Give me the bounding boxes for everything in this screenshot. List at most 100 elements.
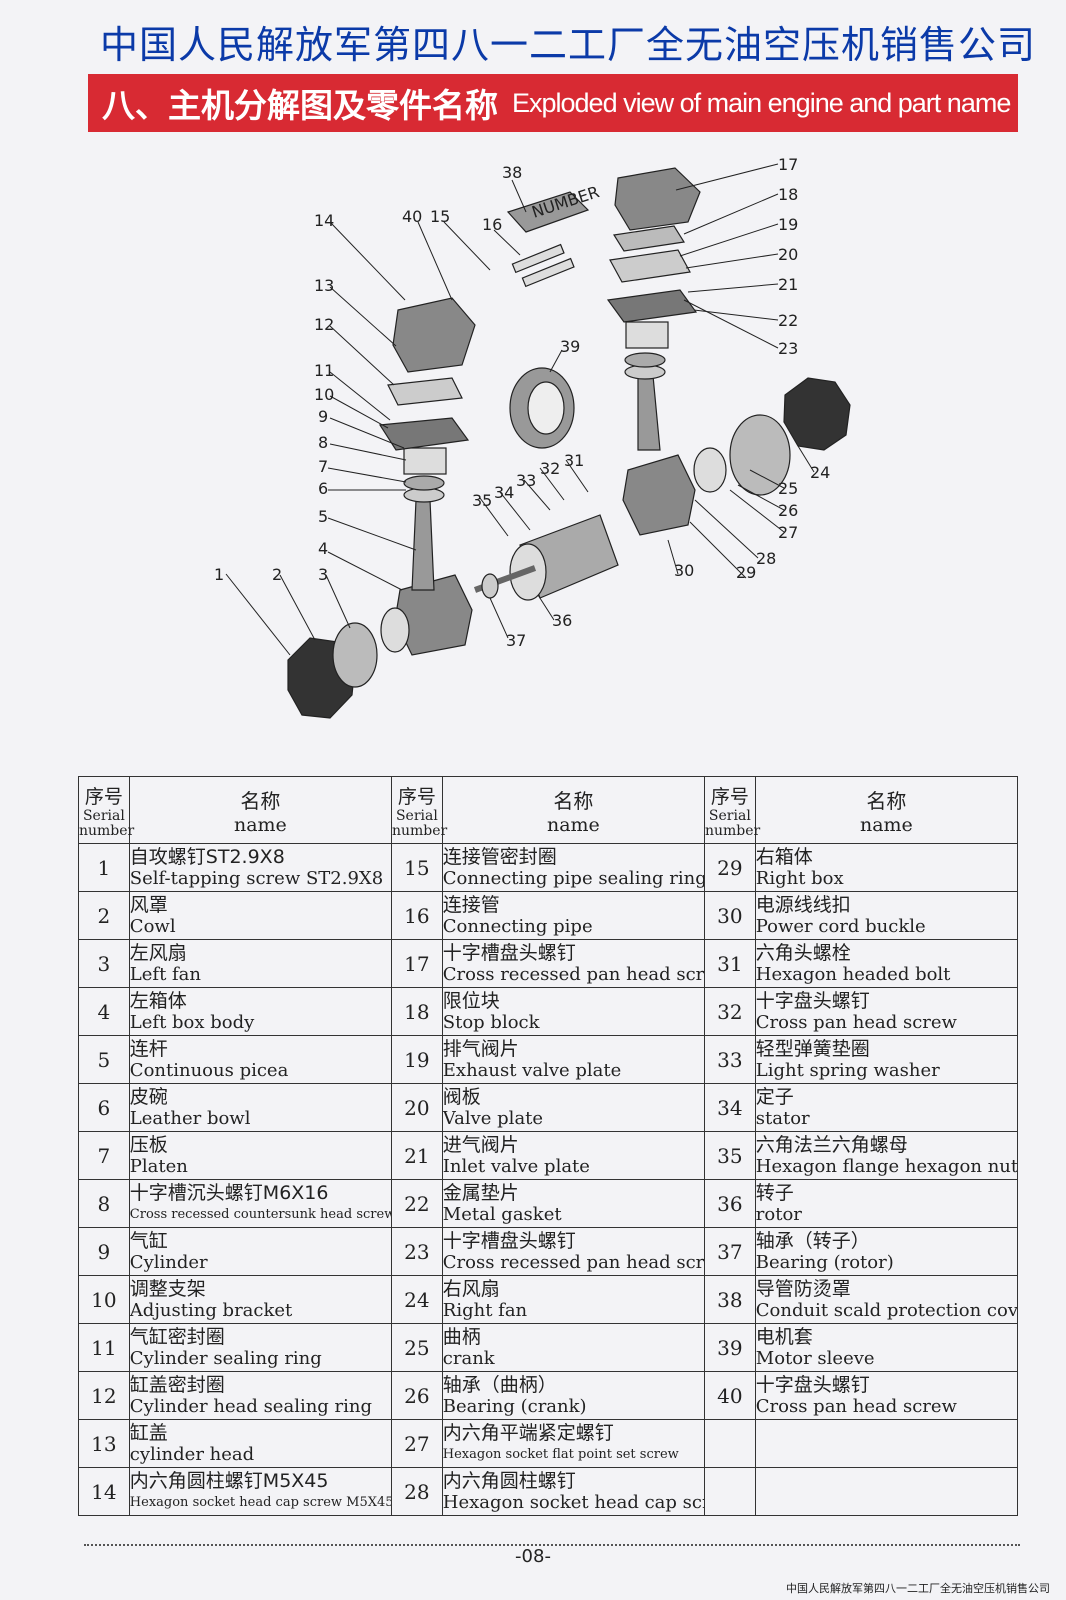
part-name-zh: 气缸 — [129, 1229, 168, 1252]
section-banner: 八、主机分解图及零件名称 Exploded view of main engin… — [88, 74, 1018, 132]
part-name-zh: 内六角圆柱螺钉M5X45 — [129, 1469, 329, 1492]
callout-label: 21 — [778, 275, 798, 294]
part-serial-number: 36 — [703, 1179, 756, 1228]
part-serial-number: 11 — [78, 1323, 130, 1372]
part-name-en: Exhaust valve plate — [442, 1059, 622, 1081]
callout-label: 40 — [402, 207, 422, 226]
part-name-zh: 电源线线扣 — [755, 893, 851, 916]
callout-label: 4 — [318, 539, 328, 558]
callout-label: 25 — [778, 479, 798, 498]
company-title: 中国人民解放军第四八一二工厂全无油空压机销售公司 — [99, 23, 1036, 67]
callout-label: 39 — [560, 337, 580, 356]
part-serial-number: 30 — [703, 891, 756, 940]
serial-header-zh: 序号 — [710, 785, 749, 808]
part-name-en: Self-tapping screw ST2.9X8 — [129, 867, 384, 889]
part-name-en: Bearing (rotor) — [755, 1251, 894, 1273]
left-seal-shape — [387, 377, 463, 406]
callout-label: 29 — [736, 563, 756, 582]
page-number: -08- — [515, 1546, 551, 1567]
callout-label: 22 — [778, 311, 798, 330]
part-name-en: Cylinder — [129, 1251, 208, 1273]
motor-sleeve-inner — [527, 381, 565, 435]
part-name-en: Motor sleeve — [755, 1347, 875, 1369]
callout-label: 14 — [314, 211, 334, 230]
part-name-zh: 连接管 — [442, 893, 500, 916]
callout-label: 12 — [314, 315, 334, 334]
name-header: 名称 name — [441, 776, 705, 844]
part-name-cell: 轴承（曲柄）Bearing (crank) — [441, 1371, 705, 1420]
callout-label: 28 — [756, 549, 776, 568]
part-name-zh: 轴承（转子） — [755, 1229, 870, 1252]
part-serial-number: 29 — [703, 843, 756, 892]
part-name-zh: 金属垫片 — [442, 1181, 519, 1204]
part-serial-number: 23 — [390, 1227, 443, 1276]
callout-label: 5 — [318, 507, 328, 526]
part-name-cell — [754, 1467, 1019, 1516]
part-name-en: Hexagon flange hexagon nut — [755, 1155, 1018, 1177]
serial-header: 序号 Serial number — [78, 776, 134, 844]
callout-label: 30 — [674, 561, 694, 580]
part-name-en: Light spring washer — [755, 1059, 940, 1081]
part-serial-number — [703, 1467, 756, 1516]
part-serial-number: 8 — [78, 1179, 130, 1228]
part-name-en: Hexagon socket head cap screw M5X45 — [129, 1494, 392, 1510]
part-name-zh: 调整支架 — [129, 1277, 206, 1300]
part-serial-number: 6 — [78, 1083, 130, 1132]
part-name-en: Inlet valve plate — [442, 1155, 590, 1177]
part-name-en: Cross recessed countersunk head screw M6… — [129, 1206, 392, 1222]
part-name-en: Cross pan head screw — [755, 1011, 957, 1033]
name-header-zh: 名称 — [240, 788, 281, 813]
left-bracket-shape — [378, 417, 470, 451]
part-serial-number: 12 — [78, 1371, 130, 1420]
part-name-en: Cross pan head screw — [755, 1395, 957, 1417]
serial-header-en-2: number — [391, 822, 448, 839]
part-serial-number: 40 — [703, 1371, 756, 1420]
part-name-en: Bearing (crank) — [442, 1395, 587, 1417]
part-name-zh: 左箱体 — [129, 989, 187, 1012]
part-serial-number: 24 — [390, 1275, 443, 1324]
table-header-row: 序号 Serial number 名称 name 序号 Serial numbe… — [78, 776, 1019, 844]
part-name-en: Continuous picea — [129, 1059, 289, 1081]
part-name-zh: 转子 — [755, 1181, 794, 1204]
part-name-zh: 左风扇 — [129, 941, 187, 964]
part-serial-number: 26 — [390, 1371, 443, 1420]
callout-label: 34 — [494, 483, 514, 502]
left-crank-ring — [380, 607, 410, 653]
name-header-zh: 名称 — [553, 788, 594, 813]
part-name-en: Valve plate — [442, 1107, 544, 1129]
left-fan-shape — [332, 622, 378, 688]
serial-header: 序号 Serial number — [390, 776, 448, 844]
name-header: 名称 name — [754, 776, 1019, 844]
left-rod-shape — [411, 499, 435, 591]
part-name-zh: 十字槽沉头螺钉M6X16 — [129, 1181, 329, 1204]
part-name-zh: 定子 — [755, 1085, 794, 1108]
right-box-shape — [622, 454, 696, 536]
part-serial-number: 18 — [390, 987, 443, 1036]
part-serial-number: 32 — [703, 987, 756, 1036]
part-name-zh: 内六角平端紧定螺钉 — [442, 1421, 614, 1444]
right-ring-shape-2 — [624, 352, 666, 368]
right-crank-ring — [693, 447, 727, 493]
part-serial-number: 16 — [390, 891, 443, 940]
